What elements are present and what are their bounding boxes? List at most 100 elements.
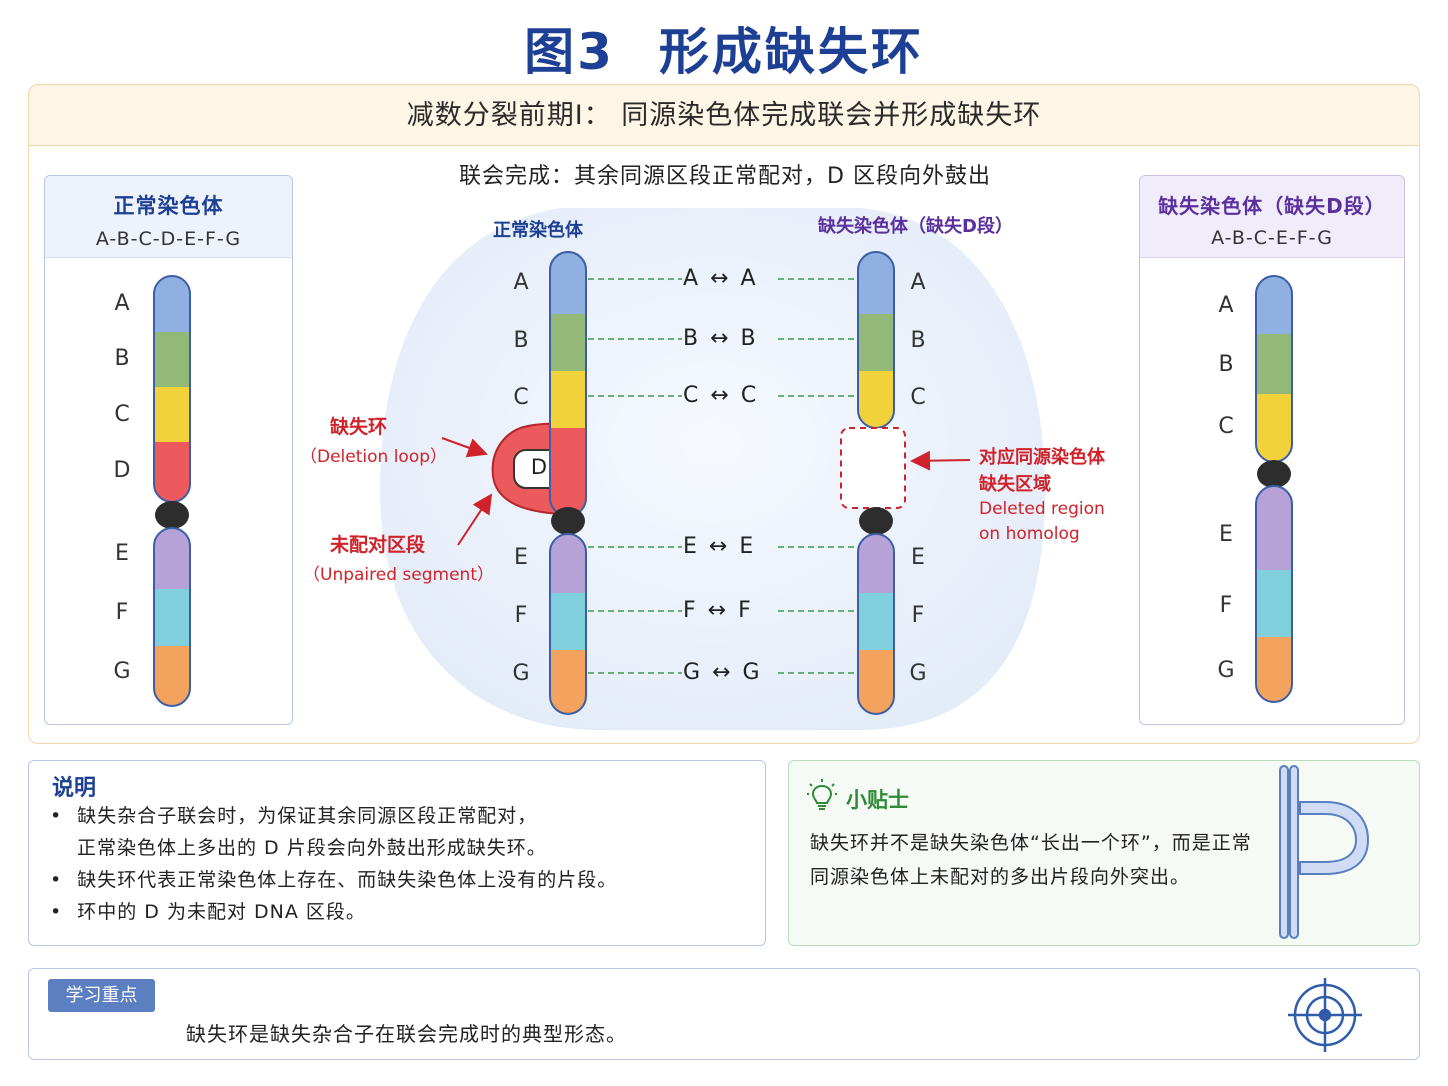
- segment-b: [550, 314, 586, 371]
- segment-a: [154, 276, 190, 332]
- segment-e: [1256, 486, 1292, 570]
- key-point-badge: 学习重点: [48, 979, 155, 1012]
- center-left-label-b: B: [513, 328, 529, 353]
- stage-banner: 减数分裂前期Ⅰ： 同源染色体完成联会并形成缺失环: [28, 84, 1420, 146]
- loop-segment-d-label: D: [530, 455, 548, 479]
- segment-g: [858, 650, 894, 714]
- figure-title: 图3 形成缺失环: [0, 12, 1448, 84]
- segment-c: [1256, 394, 1292, 462]
- tips-text: 缺失环并不是缺失染色体“长出一个环”，而是正常同源染色体上未配对的多出片段向外突…: [810, 832, 1252, 888]
- note-item: • 缺失杂合子联会时，为保证其余同源区段正常配对，: [50, 805, 538, 827]
- segment-d: [550, 428, 586, 516]
- segment-f: [550, 593, 586, 650]
- notes-title: 说明: [52, 776, 97, 801]
- normal-chromosome: [153, 275, 191, 707]
- deletion-loop-label: 缺失环: [330, 416, 388, 438]
- right-label-b: B: [1218, 352, 1234, 377]
- segment-f: [858, 593, 894, 650]
- left-label-d: D: [113, 458, 131, 483]
- deletion-chromosome-header: 缺失染色体（缺失D段） A-B-C-E-F-G: [1140, 176, 1404, 258]
- pair-row-b: B↔B: [683, 326, 756, 351]
- right-label-e: E: [1219, 522, 1233, 547]
- tips-title: 小贴士: [846, 788, 909, 812]
- center-left-label-g: G: [512, 661, 530, 686]
- tips-panel: [788, 760, 1420, 946]
- right-label-c: C: [1218, 414, 1234, 439]
- left-label-e: E: [115, 541, 129, 566]
- deleted-region-label-2: 缺失区域: [979, 474, 1051, 495]
- deleted-region-arrow: [910, 450, 971, 471]
- center-normal-label: 正常染色体: [493, 220, 583, 241]
- segment-a: [1256, 276, 1292, 334]
- normal-chromosome-header: 正常染色体 A-B-C-D-E-F-G: [45, 176, 292, 258]
- segment-e: [154, 528, 190, 589]
- synapsis-sketch-icon: [1279, 765, 1370, 939]
- segment-c: [154, 387, 190, 442]
- center-right-label-a: A: [910, 270, 926, 295]
- left-label-b: B: [114, 346, 130, 371]
- left-label-g: G: [113, 659, 131, 684]
- center-left-label-a: A: [513, 270, 529, 295]
- center-right-label-c: C: [910, 385, 926, 410]
- centromere: [155, 501, 189, 529]
- synapsis-diagram: [380, 208, 1045, 730]
- deleted-region-box: [840, 427, 906, 509]
- pair-row-c: C↔C: [683, 383, 757, 408]
- figure-title-text: 形成缺失环: [658, 23, 924, 81]
- segment-d: [154, 442, 190, 502]
- deletion-chromosome: [1255, 275, 1293, 703]
- deletion-chromosome-sequence: A-B-C-E-F-G: [1211, 227, 1333, 249]
- segment-b: [1256, 334, 1292, 394]
- left-label-a: A: [114, 291, 130, 316]
- segment-g: [154, 646, 190, 706]
- segment-b: [858, 314, 894, 371]
- key-point-text: 缺失环是缺失杂合子在联会完成时的典型形态。: [186, 1022, 627, 1046]
- segment-g: [1256, 637, 1292, 702]
- left-label-f: F: [115, 600, 129, 625]
- deleted-region-label-en-1: Deleted region: [979, 499, 1105, 519]
- pair-row-e: E↔E: [683, 534, 754, 559]
- segment-a: [858, 252, 894, 314]
- lightbulb-icon: [807, 779, 837, 810]
- center-left-label-c: C: [513, 385, 529, 410]
- segment-a: [550, 252, 586, 314]
- deletion-chromosome-title: 缺失染色体（缺失D段）: [1158, 194, 1386, 218]
- right-label-f: F: [1219, 593, 1233, 618]
- note-item-continuation: 正常染色体上多出的 D 片段会向外鼓出形成缺失环。: [77, 837, 547, 859]
- center-right-label-g: G: [909, 661, 927, 686]
- pairing-lines: [588, 278, 856, 674]
- key-point-panel: [28, 968, 1420, 1060]
- segment-f: [1256, 570, 1292, 637]
- notes-panel: [28, 760, 766, 946]
- pair-row-a: A↔A: [683, 266, 756, 291]
- deletion-loop-label-en: （Deletion loop）: [300, 447, 448, 467]
- note-item: • 环中的 D 为未配对 DNA 区段。: [50, 901, 366, 923]
- unpaired-segment-label-en: （Unpaired segment）: [303, 565, 494, 585]
- normal-chromosome-sequence: A-B-C-D-E-F-G: [95, 228, 242, 250]
- segment-e: [858, 534, 894, 593]
- figure-number: 图3: [524, 23, 615, 81]
- segment-g: [550, 650, 586, 714]
- pair-row-f: F↔F: [683, 598, 751, 623]
- center-right-label-f: F: [911, 603, 925, 628]
- center-deletion-label: 缺失染色体（缺失D段）: [818, 216, 1013, 237]
- right-label-g: G: [1217, 658, 1235, 683]
- normal-chromosome-title: 正常染色体: [113, 194, 224, 218]
- segment-e: [550, 534, 586, 593]
- centromere: [551, 507, 585, 535]
- centromere: [859, 507, 893, 535]
- center-left-label-f: F: [514, 603, 528, 628]
- note-item: • 缺失环代表正常染色体上存在、而缺失染色体上没有的片段。: [50, 869, 618, 891]
- deleted-region-label-en-2: on homolog: [979, 524, 1080, 544]
- synapsis-caption: 联会完成：其余同源区段正常配对，D 区段向外鼓出: [459, 164, 991, 189]
- segment-c: [858, 371, 894, 428]
- segment-b: [154, 332, 190, 387]
- left-label-c: C: [114, 402, 130, 427]
- deleted-region-label-1: 对应同源染色体: [979, 447, 1105, 468]
- unpaired-arrow: [457, 493, 493, 546]
- right-label-a: A: [1218, 293, 1234, 318]
- center-left-label-e: E: [514, 545, 528, 570]
- target-icon: [1288, 978, 1362, 1052]
- segment-c: [550, 371, 586, 428]
- loop-arrow: [441, 437, 488, 458]
